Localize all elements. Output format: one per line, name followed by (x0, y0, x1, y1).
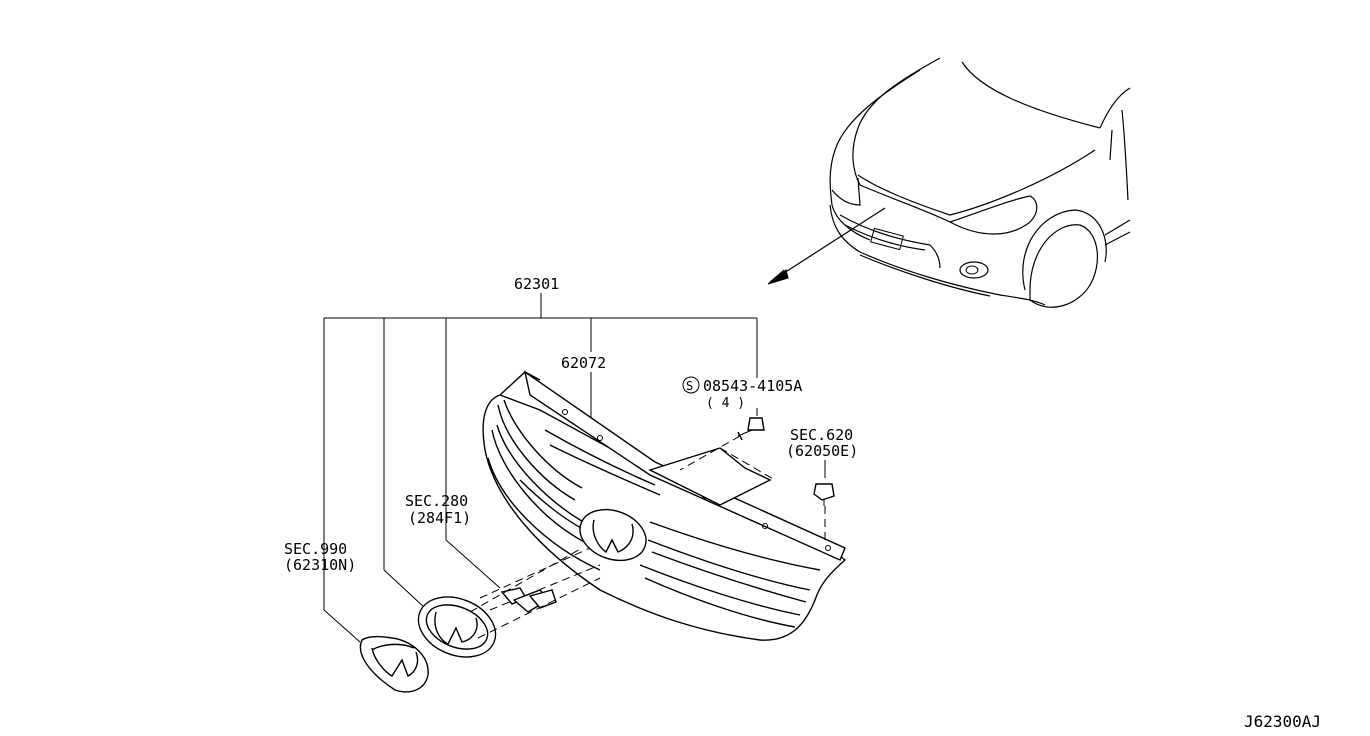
sec-620-ref: (62050E) (786, 442, 858, 460)
screw-label: S 08543-4105A ( 4 ) (682, 376, 802, 411)
screw-part-number: 08543-4105A (703, 377, 802, 395)
grille-assembly (482, 370, 847, 641)
part-number-62301: 62301 (514, 275, 559, 293)
sec-280-ref: (284F1) (408, 509, 471, 527)
sensor-bracket-part (479, 547, 601, 613)
leader-tree (323, 293, 826, 643)
sec-620-label: SEC.620 (790, 426, 853, 444)
screw-part (679, 417, 765, 471)
screw-symbol-letter: S (686, 379, 693, 393)
emblem-part (417, 547, 601, 658)
part-number-62072: 62072 (561, 354, 606, 372)
s-symbol-icon (682, 376, 700, 394)
screw-quantity: ( 4 ) (706, 396, 745, 411)
drawing-code: J62300AJ (1244, 712, 1321, 731)
sec-990-label: SEC.990 (284, 540, 347, 558)
sec-280-label: SEC.280 (405, 492, 468, 510)
vehicle-illustration (767, 57, 1131, 308)
emblem-badge-part (359, 635, 429, 693)
clip-part (813, 483, 835, 545)
sec-990-ref: (62310N) (284, 556, 356, 574)
